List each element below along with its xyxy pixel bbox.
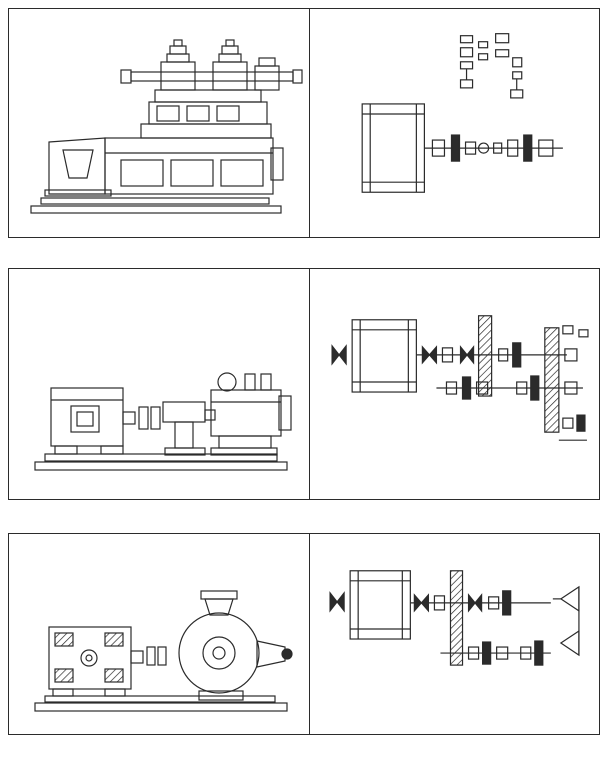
figure-panel-2	[8, 268, 600, 500]
figure-panel-1	[8, 8, 600, 238]
panel-1-divider	[309, 9, 310, 237]
figure-panel-3	[8, 533, 600, 735]
panel-3-kinematic-schematic	[329, 570, 580, 666]
panel-3-machine-drawing	[34, 590, 293, 712]
panel-2-divider	[309, 269, 310, 499]
panel-1-machine-drawing	[30, 39, 303, 214]
panel-2-kinematic-schematic	[331, 315, 589, 441]
panel-3-divider	[309, 534, 310, 734]
panel-2-machine-drawing	[34, 372, 292, 471]
panel-1-kinematic-schematic	[361, 33, 563, 193]
